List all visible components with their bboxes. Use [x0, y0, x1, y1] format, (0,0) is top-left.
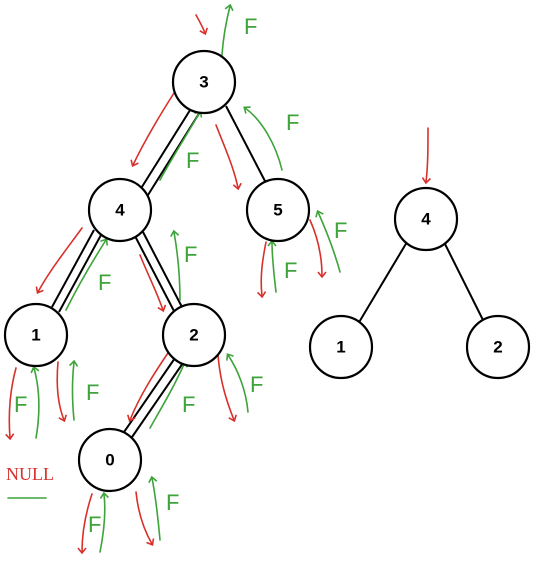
f-mark: F: [184, 242, 197, 267]
f-marks: F F F F F F F F F F F F F: [14, 14, 347, 537]
return-arrow: [65, 238, 109, 311]
tree-node: 4: [393, 186, 459, 252]
descend-arrow: [309, 219, 327, 279]
return-arrow: [243, 106, 283, 171]
descend-arrow: [35, 227, 83, 295]
left-tree-nodes: 3 4 5 1 2 0: [3, 49, 311, 493]
f-mark: F: [186, 148, 199, 173]
node-label: 0: [105, 451, 114, 470]
descend-arrow: [135, 491, 155, 546]
edge-r4-r2: [443, 241, 486, 325]
return-arrow: [99, 491, 109, 553]
descend-arrow: [217, 354, 237, 423]
descend-arrow: [130, 92, 175, 168]
f-mark: F: [286, 110, 299, 135]
tree-node: 4: [87, 177, 153, 243]
descend-arrow: [139, 254, 167, 313]
edge-r4-r1: [357, 241, 408, 325]
f-mark: F: [250, 372, 263, 397]
null-legend: NULL: [6, 464, 54, 499]
f-mark: F: [166, 490, 179, 515]
return-arrow: [30, 365, 40, 439]
f-mark: F: [98, 270, 111, 295]
tree-node: 0: [77, 427, 143, 493]
node-label: 1: [336, 338, 345, 357]
return-arrow: [315, 209, 341, 273]
f-mark: F: [14, 392, 27, 417]
right-tree-nodes: 4 1 2: [308, 186, 531, 380]
descend-arrow: [127, 349, 171, 423]
tree-node: 1: [308, 314, 374, 380]
descend-arrow: [257, 241, 267, 299]
f-mark: F: [284, 258, 297, 283]
return-arrow: [69, 359, 79, 421]
descend-arrow: [56, 361, 67, 423]
descend-arrow: [5, 367, 17, 441]
node-label: 2: [189, 326, 198, 345]
descend-arrow: [421, 127, 432, 185]
tree-node: 5: [245, 177, 311, 243]
f-mark: F: [334, 218, 347, 243]
node-label: 4: [421, 210, 431, 229]
f-mark: F: [88, 512, 101, 537]
f-mark: F: [244, 14, 257, 39]
edge-3-5: [225, 105, 267, 184]
f-mark: F: [86, 380, 99, 405]
return-arrow: [149, 359, 188, 429]
tree-node: 1: [3, 302, 69, 368]
return-arrow: [159, 110, 203, 181]
return-arrow: [221, 3, 234, 56]
descend-arrow: [215, 124, 242, 191]
descend-arrow: [77, 493, 93, 555]
node-label: 5: [273, 201, 282, 220]
tree-node: 2: [465, 314, 531, 380]
node-label: 4: [115, 201, 125, 220]
left-tree-edges: [51, 105, 267, 441]
return-arrow: [226, 353, 249, 413]
node-label: 3: [199, 73, 208, 92]
return-arrow: [148, 475, 161, 541]
traversal-arrows: [5, 3, 432, 555]
descend-arrow: [195, 14, 208, 36]
edge-2-0: [121, 357, 184, 441]
return-arrow: [267, 239, 277, 293]
tree-node: 3: [171, 49, 237, 115]
edge-4-2: [134, 231, 184, 314]
return-arrow: [170, 229, 181, 301]
edge-4-1: [51, 229, 102, 313]
node-label: 1: [31, 326, 40, 345]
right-tree-edges: [357, 241, 486, 325]
node-label: 2: [493, 338, 502, 357]
null-label: NULL: [6, 464, 54, 484]
tree-node: 2: [161, 302, 227, 368]
f-mark: F: [182, 392, 195, 417]
